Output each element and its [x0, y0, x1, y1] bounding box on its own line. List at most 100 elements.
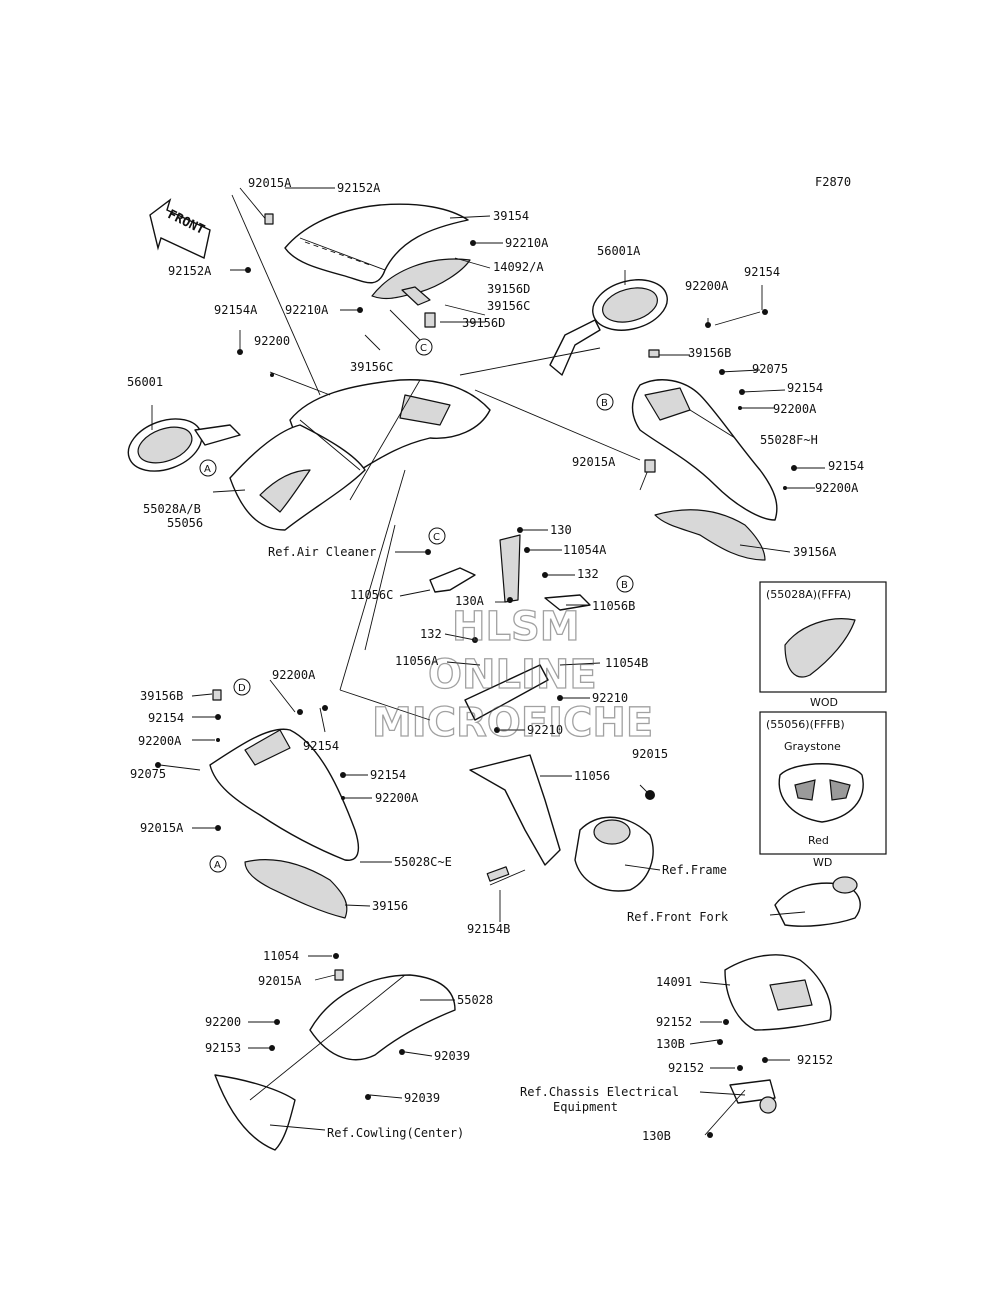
part-labels: 92015A 92152A 39154 92210A 14092/A 92152… — [127, 176, 864, 1143]
inset2-top: Graystone — [784, 740, 841, 753]
label-92075: 92075 — [130, 767, 166, 781]
callout-a-top: A — [199, 459, 217, 477]
label-ref-chassis-electrical: Ref.Chassis Electrical — [520, 1085, 679, 1099]
label-92152: 92152 — [668, 1061, 704, 1075]
label-92200: 92200 — [254, 334, 290, 348]
label-92152A: 92152A — [337, 181, 381, 195]
label-92039: 92039 — [404, 1091, 440, 1105]
label-11056A: 11056A — [395, 654, 439, 668]
label-92154: 92154 — [148, 711, 184, 725]
top-bridge — [774, 876, 861, 927]
inner-cowling-55028 — [214, 974, 456, 1151]
inset2-caption: WD — [813, 856, 832, 869]
label-92210A: 92210A — [505, 236, 549, 250]
label-130B: 130B — [642, 1129, 671, 1143]
frame-head — [574, 816, 654, 892]
label-92153: 92153 — [205, 1041, 241, 1055]
label-ref-air-cleaner: Ref.Air Cleaner — [268, 545, 376, 559]
front-arrow-icon: FRONT — [149, 198, 211, 260]
label-56001: 56001 — [127, 375, 163, 389]
meter-cover-14092 — [371, 258, 471, 306]
label-14091: 14091 — [656, 975, 692, 989]
svg-text:D: D — [238, 683, 246, 694]
label-14092A: 14092/A — [493, 260, 544, 274]
label-92200A: 92200A — [685, 279, 729, 293]
label-92210A: 92210A — [285, 303, 329, 317]
label-92154B: 92154B — [467, 922, 510, 936]
label-92200A: 92200A — [272, 668, 316, 682]
label-39156C: 39156C — [350, 360, 393, 374]
label-39156A: 39156A — [793, 545, 837, 559]
svg-text:A: A — [214, 860, 221, 871]
label-92154: 92154 — [828, 459, 864, 473]
label-55028: 55028 — [457, 993, 493, 1007]
label-92152: 92152 — [797, 1053, 833, 1067]
label-92152A: 92152A — [168, 264, 212, 278]
label-130A: 130A — [455, 594, 485, 608]
inset-55028A: (55028A)(FFFA) WOD — [759, 581, 887, 709]
label-39156D: 39156D — [462, 316, 505, 330]
label-92015A: 92015A — [140, 821, 184, 835]
label-55028CE: 55028C~E — [394, 855, 452, 869]
label-ref-frame: Ref.Frame — [662, 863, 727, 877]
label-92154: 92154 — [787, 381, 823, 395]
svg-text:C: C — [420, 343, 427, 354]
label-92154: 92154 — [744, 265, 780, 279]
label-92015: 92015 — [632, 747, 668, 761]
label-39156B: 39156B — [140, 689, 183, 703]
label-132: 132 — [420, 627, 442, 641]
svg-text:B: B — [601, 398, 608, 409]
svg-text:A: A — [204, 464, 211, 475]
stay-brackets — [429, 534, 591, 866]
inset2-title: (55056)(FFFB) — [766, 718, 845, 731]
callout-b-mid: B — [616, 575, 634, 593]
lower-cowling-55028C — [209, 728, 360, 861]
label-92200A: 92200A — [773, 402, 817, 416]
pad-39156 — [244, 859, 348, 919]
label-92154: 92154 — [303, 739, 339, 753]
label-92075: 92075 — [752, 362, 788, 376]
label-92039: 92039 — [434, 1049, 470, 1063]
label-11056: 11056 — [574, 769, 610, 783]
label-56001A: 56001A — [597, 244, 641, 258]
watermark-line2: ONLINE — [428, 652, 597, 698]
svg-text:B: B — [621, 580, 628, 591]
mirror-right-56001A — [549, 279, 668, 376]
windscreen-39154 — [284, 203, 469, 284]
label-130B: 130B — [656, 1037, 685, 1051]
callout-a-bottom: A — [209, 855, 227, 873]
label-92210: 92210 — [592, 691, 628, 705]
label-92200A: 92200A — [138, 734, 182, 748]
label-92152: 92152 — [656, 1015, 692, 1029]
label-55028AB: 55028A/B — [143, 502, 201, 516]
label-92015A: 92015A — [248, 176, 292, 190]
label-11054A: 11054A — [563, 543, 607, 557]
label-92015A: 92015A — [572, 455, 616, 469]
upper-cowling-55028 — [229, 379, 491, 531]
pad-39156A — [654, 509, 766, 561]
label-92154: 92154 — [370, 768, 406, 782]
label-55056: 55056 — [167, 516, 203, 530]
label-92015A: 92015A — [258, 974, 302, 988]
watermark: HLSM ONLINE MICROFICHE — [371, 603, 654, 746]
label-39156D: 39156D — [487, 282, 530, 296]
label-92200: 92200 — [205, 1015, 241, 1029]
label-11056B: 11056B — [592, 599, 635, 613]
callout-b-top: B — [596, 393, 614, 411]
label-92154A: 92154A — [214, 303, 258, 317]
callout-c-top: C — [415, 338, 433, 356]
callout-d: D — [233, 678, 251, 696]
label-39156C: 39156C — [487, 299, 530, 313]
label-39156: 39156 — [372, 899, 408, 913]
label-ref-chassis-equipment: Equipment — [553, 1100, 618, 1114]
grommet-130B — [729, 1079, 777, 1114]
label-130: 130 — [550, 523, 572, 537]
label-92200A: 92200A — [375, 791, 419, 805]
figure-code: F2870 — [815, 175, 851, 189]
label-39156B: 39156B — [688, 346, 731, 360]
inset-55056: (55056)(FFFB) Graystone Red WD — [759, 711, 887, 869]
side-cowling-55028F — [631, 379, 778, 521]
label-11056C: 11056C — [350, 588, 393, 602]
inset1-caption: WOD — [810, 696, 838, 709]
